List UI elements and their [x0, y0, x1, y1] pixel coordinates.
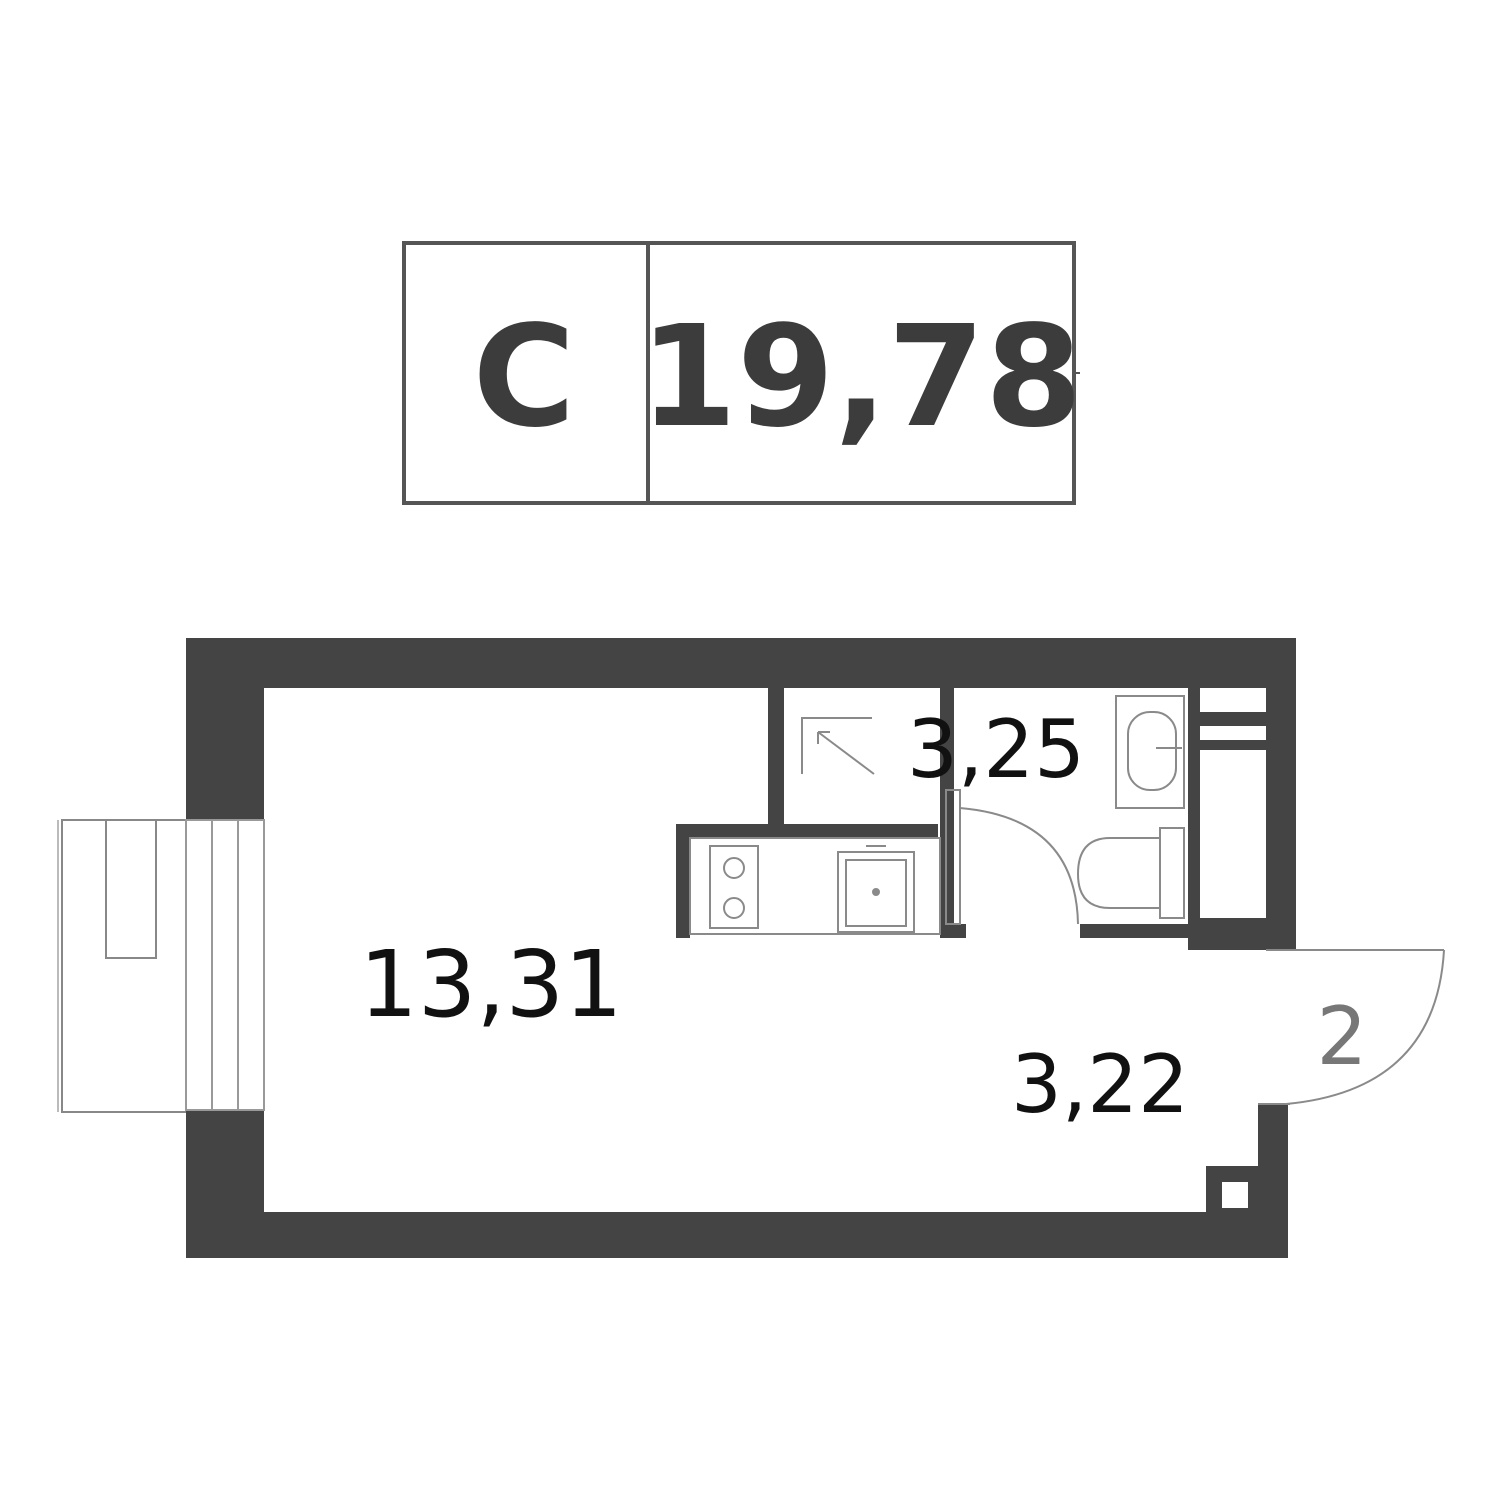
column-inner: [1222, 1182, 1248, 1208]
sink: [1115, 695, 1185, 809]
bathroom-area: 3,25: [907, 703, 1085, 796]
hallway-area: 3,22: [1011, 1038, 1189, 1131]
entrance-number: 2: [1317, 990, 1368, 1083]
balcony: [57, 819, 186, 1113]
window: [185, 819, 265, 1111]
main-room-area: 13,31: [359, 931, 622, 1038]
bathroom-door: [945, 789, 1079, 925]
total-area: 19,78: [640, 296, 1083, 459]
kitchen-counter: [689, 837, 941, 935]
apartment-type: С: [473, 296, 576, 459]
apartment-info-box: С 19,78: [402, 241, 1083, 505]
exterior-walls: [186, 638, 1296, 1258]
entrance-door: [1258, 949, 1445, 1105]
shower-tray: [801, 717, 875, 775]
balcony-bench: [105, 819, 157, 959]
toilet: [1076, 827, 1185, 919]
